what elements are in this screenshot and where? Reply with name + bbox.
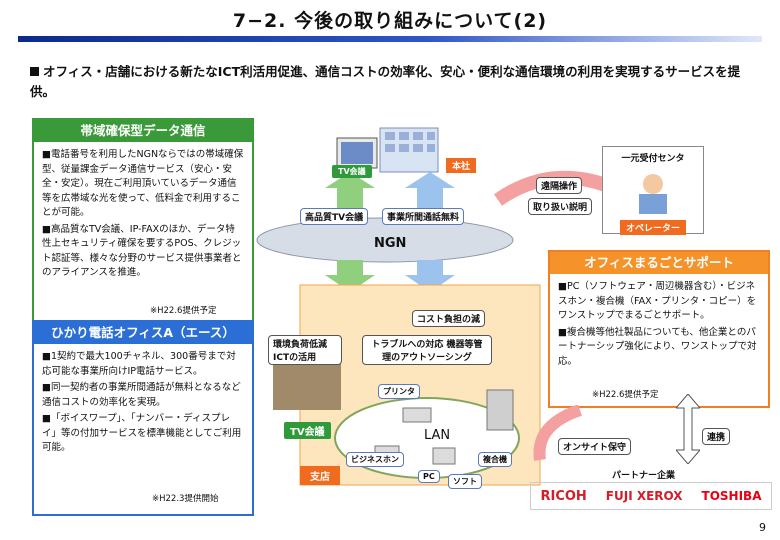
free-call-label: 事業所間通話無料 xyxy=(382,208,465,225)
soft-label: ソフト xyxy=(448,474,482,489)
printer-icon xyxy=(402,407,432,423)
arrow-down-blue-icon xyxy=(405,260,455,292)
tv-meeting-label: TV会議 xyxy=(332,165,372,178)
cost-label: コスト負担の減 xyxy=(412,310,486,327)
eco-label: 環境負荷低減 ICTの活用 xyxy=(268,335,342,365)
hikari-panel-title: ひかり電話オフィスA（エース） xyxy=(34,322,252,344)
hikari-item: ■「ボイスワープ」、「ナンバー・ディスプレイ」等の付加サービスを標準機能としてご… xyxy=(42,413,242,453)
pc-label: PC xyxy=(418,470,440,483)
ngn-label: NGN xyxy=(374,236,407,251)
partner-logos: RICOH FUJI XEROX TOSHIBA xyxy=(530,482,772,510)
office-photo-icon xyxy=(273,362,341,410)
bandwidth-item: ■電話番号を利用したNGNならではの帯域確保型、従量課金データ通信サービス（安心… xyxy=(42,149,244,218)
bandwidth-panel-title: 帯域確保型データ通信 xyxy=(34,120,252,142)
lan-label: LAN xyxy=(424,428,451,443)
arrow-down-green-icon xyxy=(325,260,375,292)
network-diagram xyxy=(256,127,541,486)
onsite-arrow-icon xyxy=(533,405,583,461)
page-number: 9 xyxy=(759,521,766,534)
hikari-note: ※H22.3提供開始 xyxy=(152,494,219,504)
support-panel-title: オフィスまるごとサポート xyxy=(550,252,768,274)
hq-tv-label: 高品質TV会議 xyxy=(300,208,369,225)
mfp-label: 複合機 xyxy=(478,452,512,467)
hikari-item: ■同一契約者の事業所間通話が無料となるなど通信コストの効率化を実現。 xyxy=(42,382,241,408)
printer-label: プリンタ xyxy=(378,384,420,399)
bizphone-label: ビジネスホン xyxy=(346,452,404,467)
renkei-label: 連携 xyxy=(702,428,731,445)
tv-monitor-icon xyxy=(336,137,378,169)
bidirectional-arrow-icon xyxy=(676,394,700,464)
operator-icon xyxy=(639,174,667,214)
support-panel: オフィスまるごとサポート ■PC（ソフトウェア・周辺機器含む）・ビジネスホン・複… xyxy=(548,250,770,408)
toshiba-logo: TOSHIBA xyxy=(701,489,762,503)
tv-branch-label: TV会議 xyxy=(284,422,331,439)
hq-building-icon xyxy=(379,127,439,173)
mfp-icon xyxy=(486,389,514,431)
bandwidth-panel: 帯域確保型データ通信 ■電話番号を利用したNGNならではの帯域確保型、従量課金デ… xyxy=(32,118,254,322)
fujixerox-logo: FUJI XEROX xyxy=(605,489,683,503)
hikari-panel: ひかり電話オフィスA（エース） ■1契約で最大100チャネル、300番号まで対応… xyxy=(32,320,254,516)
support-item: ■複合機等他社製品についても、他企業とのパートナーシップ強化により、ワンストップ… xyxy=(558,326,757,367)
trouble-label: トラブルへの対応 機器等管理のアウトソーシング xyxy=(362,335,492,365)
hikari-item: ■1契約で最大100チャネル、300番号まで対応可能な事業所向けIP電話サービス… xyxy=(42,351,236,377)
center-box: 一元受付センタ xyxy=(602,146,704,234)
page-title: 7−2. 今後の取り組みについて(2) xyxy=(232,10,548,32)
lead-text: オフィス・店舗における新たなICT利活用促進、通信コストの効率化、安心・便利な通… xyxy=(30,64,741,99)
honsha-label: 本社 xyxy=(446,158,477,173)
ricoh-logo: RICOH xyxy=(540,488,587,504)
branch-label: 支店 xyxy=(300,466,340,485)
support-note: ※H22.6提供予定 xyxy=(592,390,659,400)
bandwidth-item: ■高品質なTV会議、IP-FAXのほか、データ特性上セキュリティ確保を要するPO… xyxy=(42,223,242,279)
title-divider xyxy=(18,36,762,42)
operator-label: オペレーター xyxy=(620,220,687,235)
remote-label: 遠隔操作 xyxy=(536,177,583,194)
onsite-label: オンサイト保守 xyxy=(558,438,632,455)
bandwidth-note: ※H22.6提供予定 xyxy=(150,306,217,316)
center-label: 一元受付センタ xyxy=(621,154,685,164)
explain-label: 取り扱い説明 xyxy=(528,198,593,215)
support-item: ■PC（ソフトウェア・周辺機器含む）・ビジネスホン・複合機（FAX・プリンタ・コ… xyxy=(558,281,757,321)
pc-icon xyxy=(432,447,456,465)
partner-label: パートナー企業 xyxy=(612,471,676,481)
